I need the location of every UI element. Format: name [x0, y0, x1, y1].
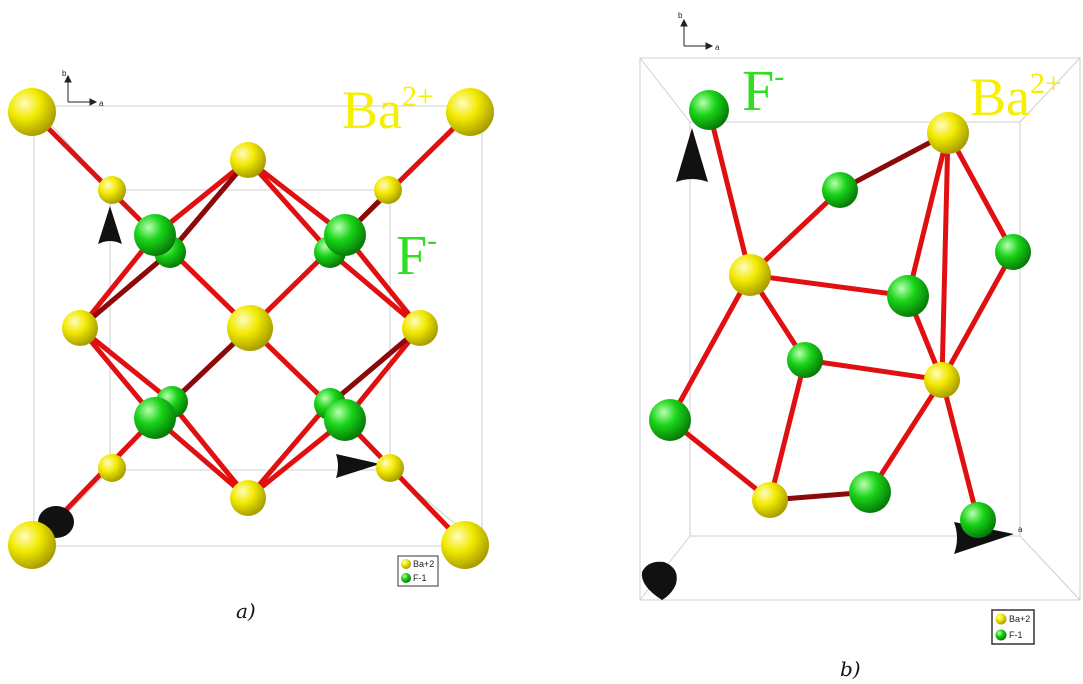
f-atom: [960, 502, 996, 538]
fluorine-label: F-: [742, 58, 784, 123]
ba-atom: [752, 482, 788, 518]
ba-atom: [62, 310, 98, 346]
ba-atom: [402, 310, 438, 346]
legend-ba-text: Ba+2: [1009, 614, 1030, 624]
ba-atom: [446, 88, 494, 136]
barium-label: Ba2+: [970, 67, 1062, 127]
c-axis-arrow-icon: [641, 561, 677, 600]
a-axis-arrow-icon: [336, 454, 380, 478]
ba-atom: [8, 521, 56, 569]
orientation-axes: [64, 74, 98, 106]
legend-f-swatch: [401, 573, 411, 583]
panel-a-caption: a): [236, 599, 256, 623]
ba-atom: [8, 88, 56, 136]
legend-f-text: F-1: [413, 573, 427, 583]
atoms: [649, 90, 1031, 538]
f-atom: [324, 214, 366, 256]
a-axis-label: a: [1018, 525, 1023, 534]
ba-atom: [98, 176, 126, 204]
bonds: [667, 107, 1016, 523]
b-axis-arrow-icon: [676, 128, 708, 182]
ba-atom: [729, 254, 771, 296]
legend-ba-swatch: [995, 613, 1007, 625]
f-atom: [995, 234, 1031, 270]
f-atom: [689, 90, 729, 130]
legend: Ba+2 F-1: [991, 609, 1035, 645]
orientation-a-label: a: [99, 99, 104, 108]
legend: Ba+2 F-1: [397, 555, 439, 587]
panel-b: a b a F- Ba2+ Ba+2 F-1 b): [639, 11, 1081, 681]
barium-label: Ba2+: [342, 80, 434, 140]
ba-atom: [441, 521, 489, 569]
ba-atom: [376, 454, 404, 482]
orientation-b-label: b: [678, 11, 683, 20]
ba-atom: [924, 362, 960, 398]
ba-atom: [230, 142, 266, 178]
atoms: [8, 88, 494, 569]
panel-a: b a Ba2+ F- Ba+2 F-1 a): [8, 69, 494, 623]
panel-b-caption: b): [840, 657, 861, 681]
f-atom: [822, 172, 858, 208]
f-atom: [134, 397, 176, 439]
ba-atom: [227, 305, 273, 351]
b-axis-arrow-icon: [98, 206, 122, 244]
ba-atom: [230, 480, 266, 516]
orientation-axes: [680, 18, 714, 50]
orientation-b-label: b: [62, 69, 67, 78]
legend-f-swatch: [995, 629, 1007, 641]
f-atom: [649, 399, 691, 441]
legend-f-text: F-1: [1009, 630, 1023, 640]
unit-cell-outline: [639, 57, 1081, 601]
orientation-a-label: a: [715, 43, 720, 52]
f-atom: [787, 342, 823, 378]
f-atom: [849, 471, 891, 513]
legend-ba-swatch: [401, 559, 411, 569]
f-atom: [324, 399, 366, 441]
f-atom: [134, 214, 176, 256]
ba-atom: [98, 454, 126, 482]
legend-ba-text: Ba+2: [413, 559, 434, 569]
ba-atom: [374, 176, 402, 204]
f-atom: [887, 275, 929, 317]
ba-atom: [927, 112, 969, 154]
fluorine-label: F-: [396, 224, 437, 287]
